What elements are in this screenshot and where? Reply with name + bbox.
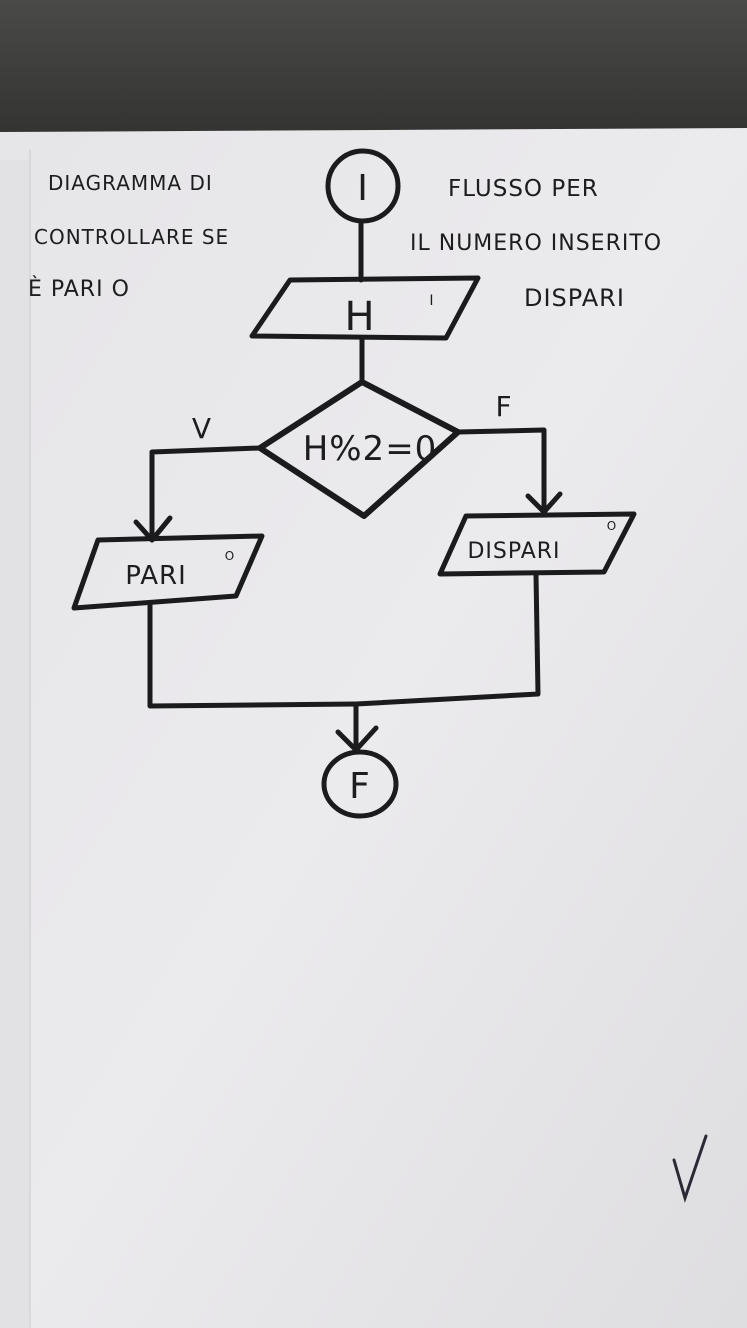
output-false-marker: O bbox=[607, 519, 617, 533]
end-node: F bbox=[321, 749, 399, 819]
output-false-label: DISPARI bbox=[467, 539, 560, 564]
start-node-label: I bbox=[357, 168, 369, 209]
true-branch-label: V bbox=[192, 412, 212, 445]
true-branch-line bbox=[149, 445, 263, 543]
false-branch-arrowhead bbox=[525, 491, 563, 515]
input-node: H I bbox=[249, 275, 481, 341]
title-line2-right: IL NUMERO INSERITO bbox=[410, 231, 662, 256]
merge-line-right bbox=[353, 571, 541, 707]
decision-node: H%2=0 bbox=[257, 379, 461, 519]
title-line1-right: FLUSSO PER bbox=[448, 176, 599, 202]
check-mark-icon bbox=[672, 1134, 708, 1204]
paper-left-edge bbox=[0, 160, 30, 1328]
decision-diamond bbox=[257, 379, 461, 519]
input-node-marker: I bbox=[429, 293, 434, 309]
false-branch-line bbox=[455, 427, 547, 515]
end-circle bbox=[321, 749, 399, 819]
false-branch-label: F bbox=[495, 390, 512, 423]
output-true-label: PARI bbox=[125, 561, 187, 591]
end-node-label: F bbox=[349, 766, 371, 807]
output-false-node: DISPARI O bbox=[437, 511, 637, 577]
input-parallelogram bbox=[249, 275, 481, 341]
title-line3-left: È PARI O bbox=[28, 276, 130, 302]
title-line3-right: DISPARI bbox=[524, 284, 625, 312]
output-false-parallelogram bbox=[437, 511, 637, 577]
false-branch: F bbox=[455, 390, 563, 515]
title-line2-left: CONTROLLARE SE bbox=[34, 225, 229, 249]
output-true-marker: O bbox=[225, 549, 235, 563]
title-line1-left: DIAGRAMMA DI bbox=[48, 171, 213, 195]
output-true-node: PARI O bbox=[71, 533, 265, 611]
output-true-parallelogram bbox=[71, 533, 265, 611]
merge-line-left bbox=[147, 601, 359, 709]
decision-node-label: H%2=0 bbox=[303, 429, 438, 469]
input-node-label: H bbox=[344, 294, 375, 340]
